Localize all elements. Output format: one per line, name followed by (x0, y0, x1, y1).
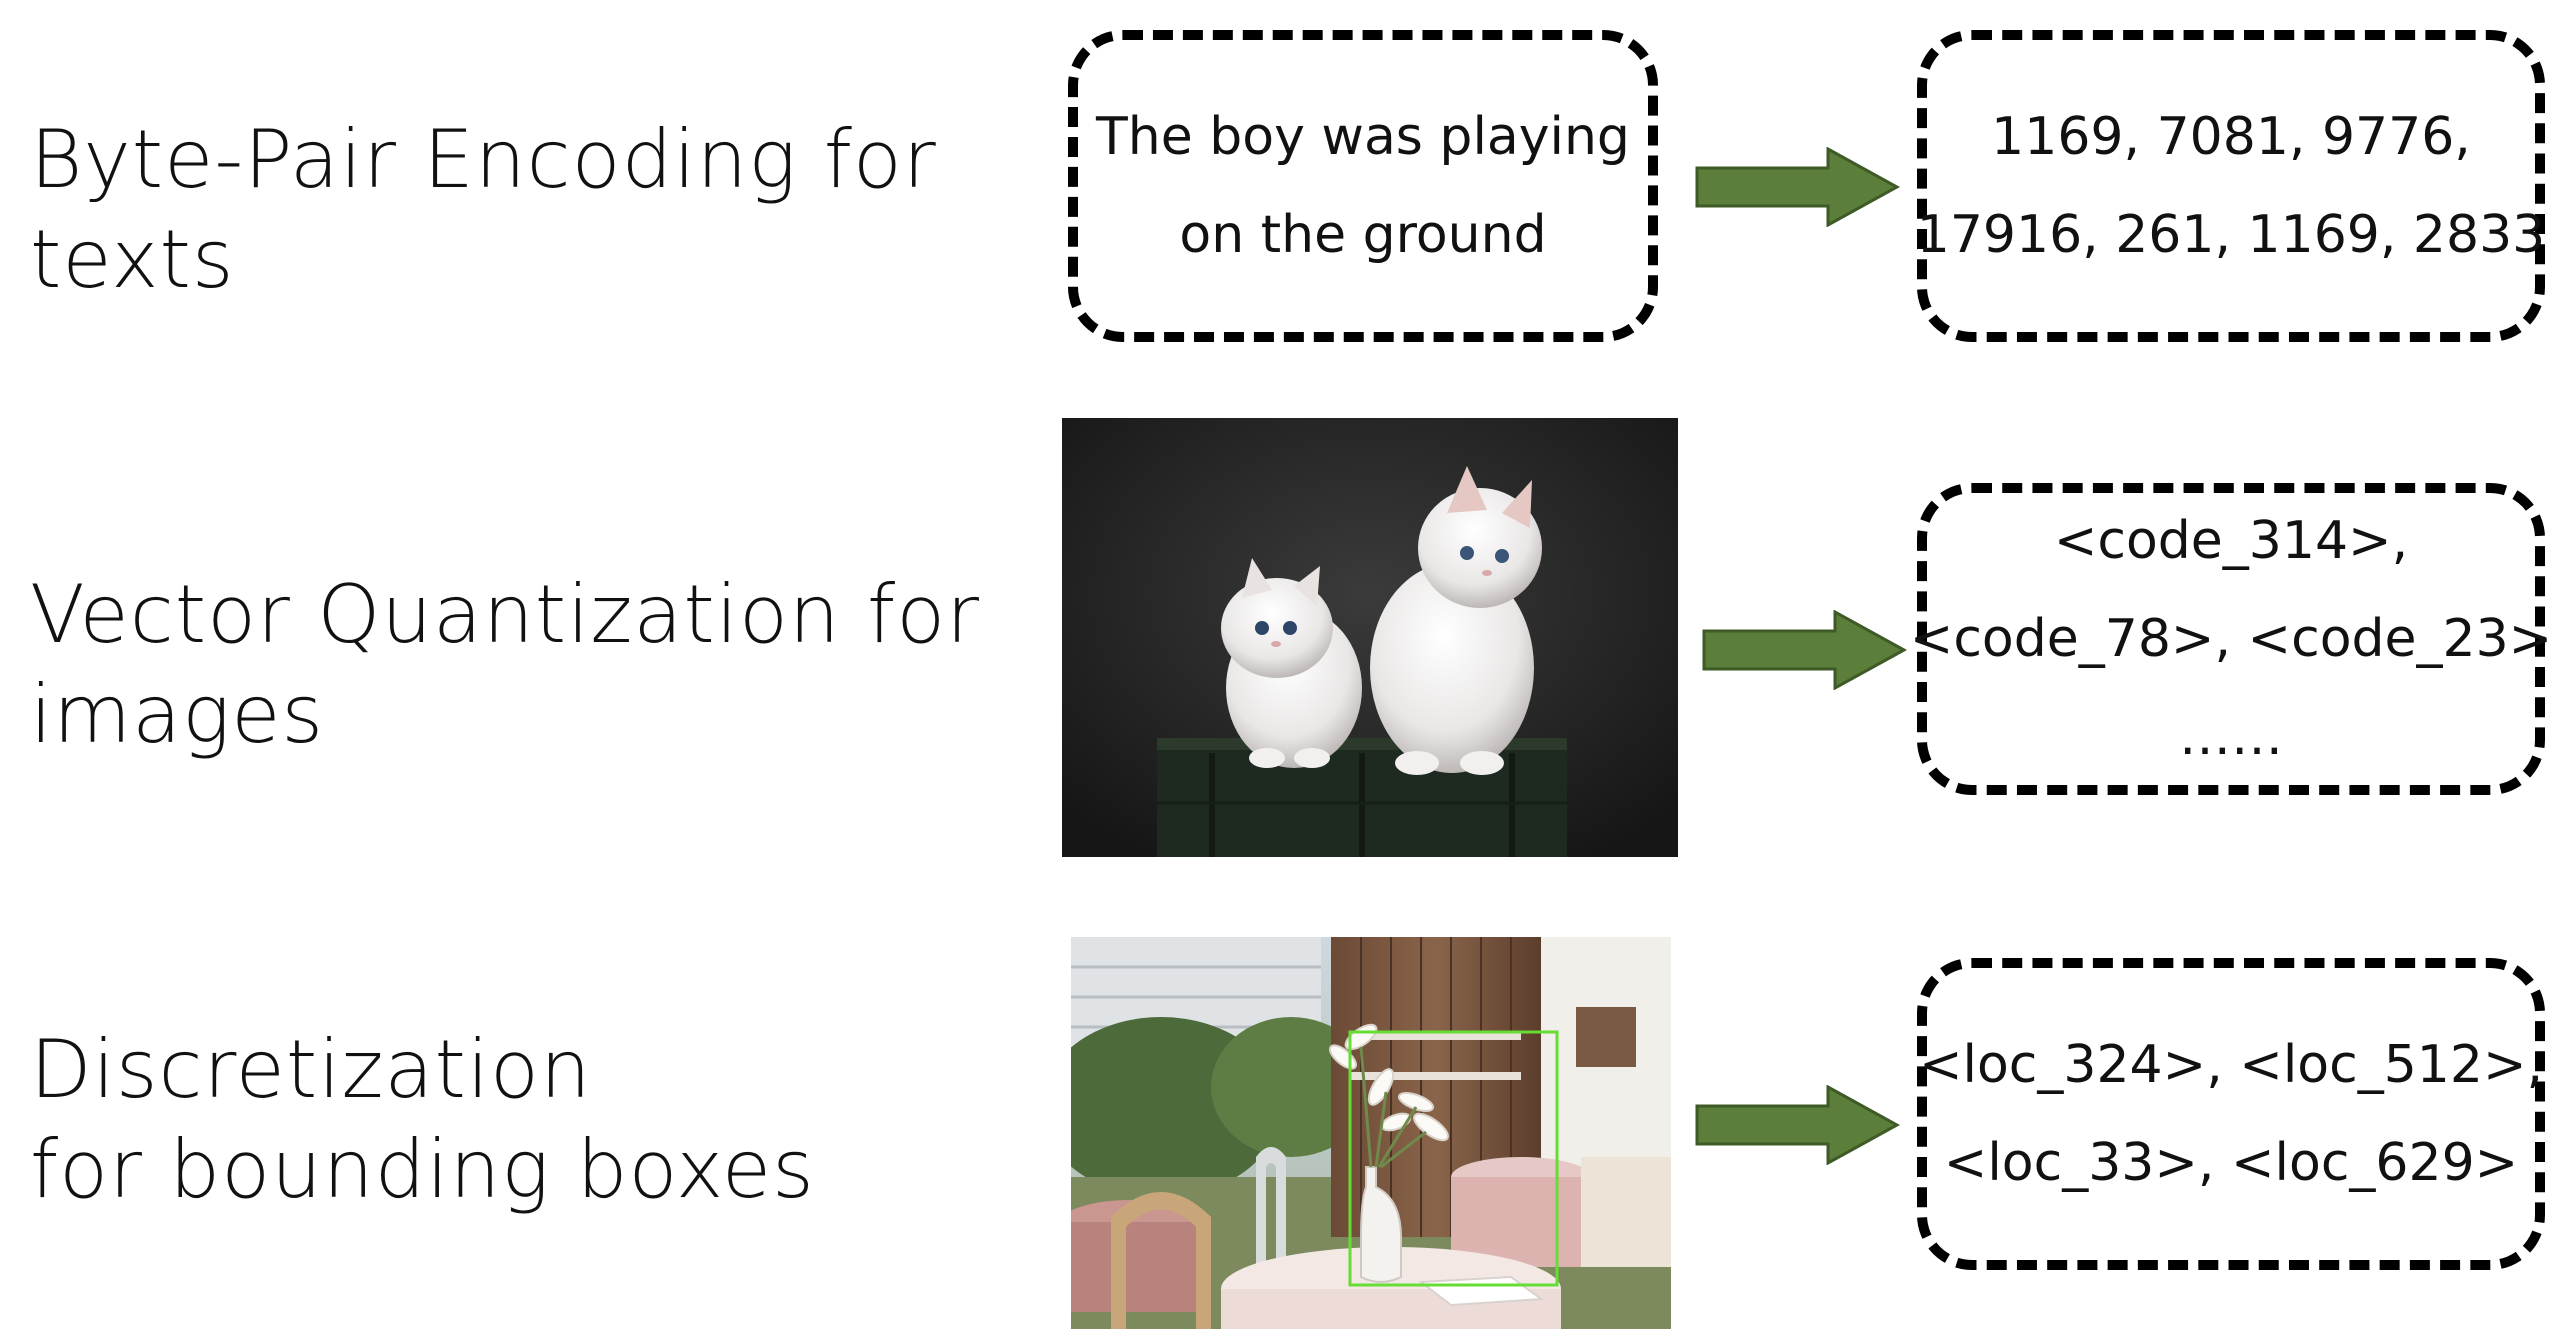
cafe-vase-photo (1071, 937, 1671, 1329)
token-line: 1169, 7081, 9776, (1991, 107, 2471, 167)
label-line: Discretization (30, 1023, 592, 1116)
token-line: <code_314>, (2053, 511, 2409, 571)
token-line: <loc_324>, <loc_512>, (1918, 1035, 2544, 1095)
input-text-line: The boy was playing (1096, 107, 1630, 167)
label-bpe: Byte-Pair Encoding for texts (30, 110, 937, 310)
label-line: Vector Quantization for (30, 568, 981, 661)
text-input-box: The boy was playing on the ground (1068, 30, 1658, 342)
token-line: <loc_33>, <loc_629> (1943, 1133, 2519, 1193)
label-line: images (30, 668, 325, 761)
image-token-box: <code_314>, <code_78>, <code_23> …… (1910, 483, 2552, 795)
kittens-photo (1062, 418, 1678, 857)
arrow-right-icon (1695, 147, 1900, 227)
bounding-box (1348, 1030, 1559, 1287)
label-line: texts (30, 213, 235, 306)
label-discretization: Discretization for bounding boxes (30, 1020, 815, 1220)
token-line: <code_78>, <code_23> (1909, 609, 2553, 669)
label-line: for bounding boxes (30, 1123, 815, 1216)
arrow-right-icon (1702, 610, 1907, 690)
bbox-token-box: <loc_324>, <loc_512>, <loc_33>, <loc_629… (1917, 958, 2545, 1270)
label-line: Byte-Pair Encoding for (30, 113, 937, 206)
ellipsis-line: …… (2179, 707, 2283, 767)
label-vq: Vector Quantization for images (30, 565, 980, 765)
input-text-line: on the ground (1179, 205, 1547, 265)
arrow-right-icon (1695, 1085, 1900, 1165)
text-token-box: 1169, 7081, 9776, 17916, 261, 1169, 2833 (1917, 30, 2545, 342)
token-line: 17916, 261, 1169, 2833 (1916, 205, 2546, 265)
